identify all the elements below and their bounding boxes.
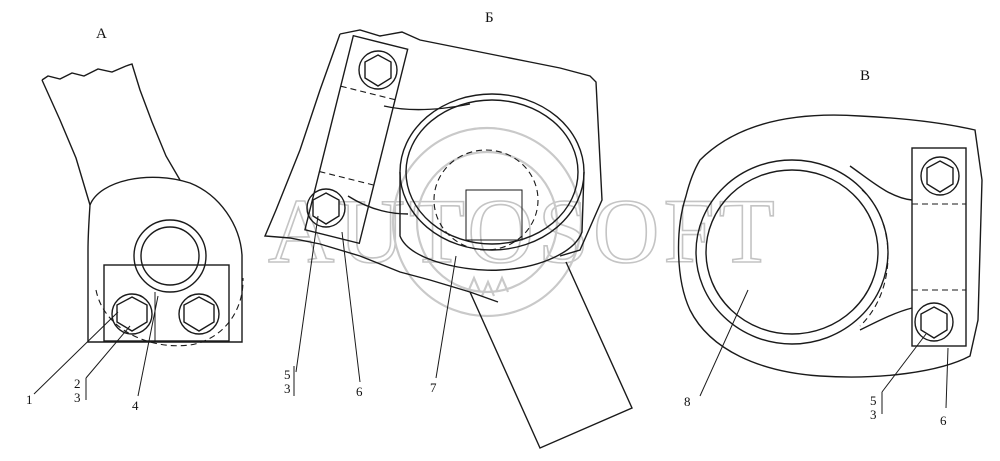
watermark-logo-text: AUTOSOFT xyxy=(268,180,779,282)
callout-6-view-b: 6 xyxy=(356,384,363,399)
view-v-ring-outer xyxy=(695,159,889,345)
autosoft-watermark: AUTOSOFT xyxy=(267,126,779,318)
view-b-drawing xyxy=(263,29,633,449)
view-v-bolt-top xyxy=(920,156,960,196)
view-a-drawing xyxy=(33,63,244,400)
view-b-bolt-top xyxy=(358,50,398,90)
view-a-bolt-left xyxy=(111,293,153,335)
view-b-label: Б xyxy=(485,10,494,26)
view-b-hub-body xyxy=(399,171,585,271)
view-v-label: В xyxy=(860,68,870,84)
view-b-strap-arm-bottom xyxy=(347,195,409,215)
watermark-wheat-icon xyxy=(466,275,510,297)
view-b-strap-arm-top xyxy=(383,103,471,111)
view-a-boss-outline xyxy=(87,176,243,343)
view-b-lever xyxy=(469,261,633,449)
view-b-leader-6 xyxy=(341,231,361,383)
callout-5-view-b: 5 xyxy=(284,367,291,382)
view-a-arm-left-edge xyxy=(41,79,91,206)
view-v-leader-6 xyxy=(945,347,949,409)
callout-2: 2 xyxy=(74,376,81,391)
callout-3-view-b: 3 xyxy=(284,381,291,396)
view-b-bolt-bottom xyxy=(306,188,346,228)
view-b-hidden-circle xyxy=(433,149,539,251)
view-v-ring-inner xyxy=(705,169,879,335)
view-a-leader-2-3 xyxy=(85,325,131,379)
view-v-strap-arm-bottom xyxy=(859,307,913,331)
view-b-hub-inner xyxy=(405,99,579,245)
view-b-plate-outline xyxy=(263,29,603,303)
view-a-shaft-outer xyxy=(133,219,207,293)
callout-3: 3 xyxy=(74,390,81,405)
view-v-clamp-strap xyxy=(911,147,967,347)
view-a-hidden-circle xyxy=(95,277,244,347)
view-b-leader-5-3 xyxy=(295,215,319,373)
callout-6-view-v: 6 xyxy=(940,413,947,428)
view-v-strap-arm-top xyxy=(849,165,913,201)
view-b-key-slot xyxy=(465,189,523,241)
view-a-clamp-plate xyxy=(103,264,230,342)
view-a-leader-4 xyxy=(137,295,159,397)
view-b-leader-7 xyxy=(435,255,457,379)
callout-7: 7 xyxy=(430,380,437,395)
view-a-label: А xyxy=(96,26,107,42)
callout-1: 1 xyxy=(26,392,33,407)
callout-3-view-v: 3 xyxy=(870,407,877,422)
view-b-clamp-strap xyxy=(304,34,409,245)
view-a-leader-1 xyxy=(33,311,119,395)
view-a-arm-outline xyxy=(41,63,181,181)
callout-8: 8 xyxy=(684,394,691,409)
view-v-bolt-bottom xyxy=(914,302,954,342)
callout-5-view-v: 5 xyxy=(870,393,877,408)
watermark-seal-outer xyxy=(391,126,583,318)
view-v-leader-8 xyxy=(699,289,749,397)
view-a-bolt-right xyxy=(178,293,220,335)
view-v-leader-5-3 xyxy=(881,333,927,393)
callout-4: 4 xyxy=(132,398,139,413)
watermark-seal-inner xyxy=(415,150,559,294)
view-v-plate-outline xyxy=(677,114,983,378)
view-v-drawing xyxy=(677,114,983,414)
view-a-shaft-inner xyxy=(140,226,200,286)
view-v-hidden-arc xyxy=(859,189,889,327)
